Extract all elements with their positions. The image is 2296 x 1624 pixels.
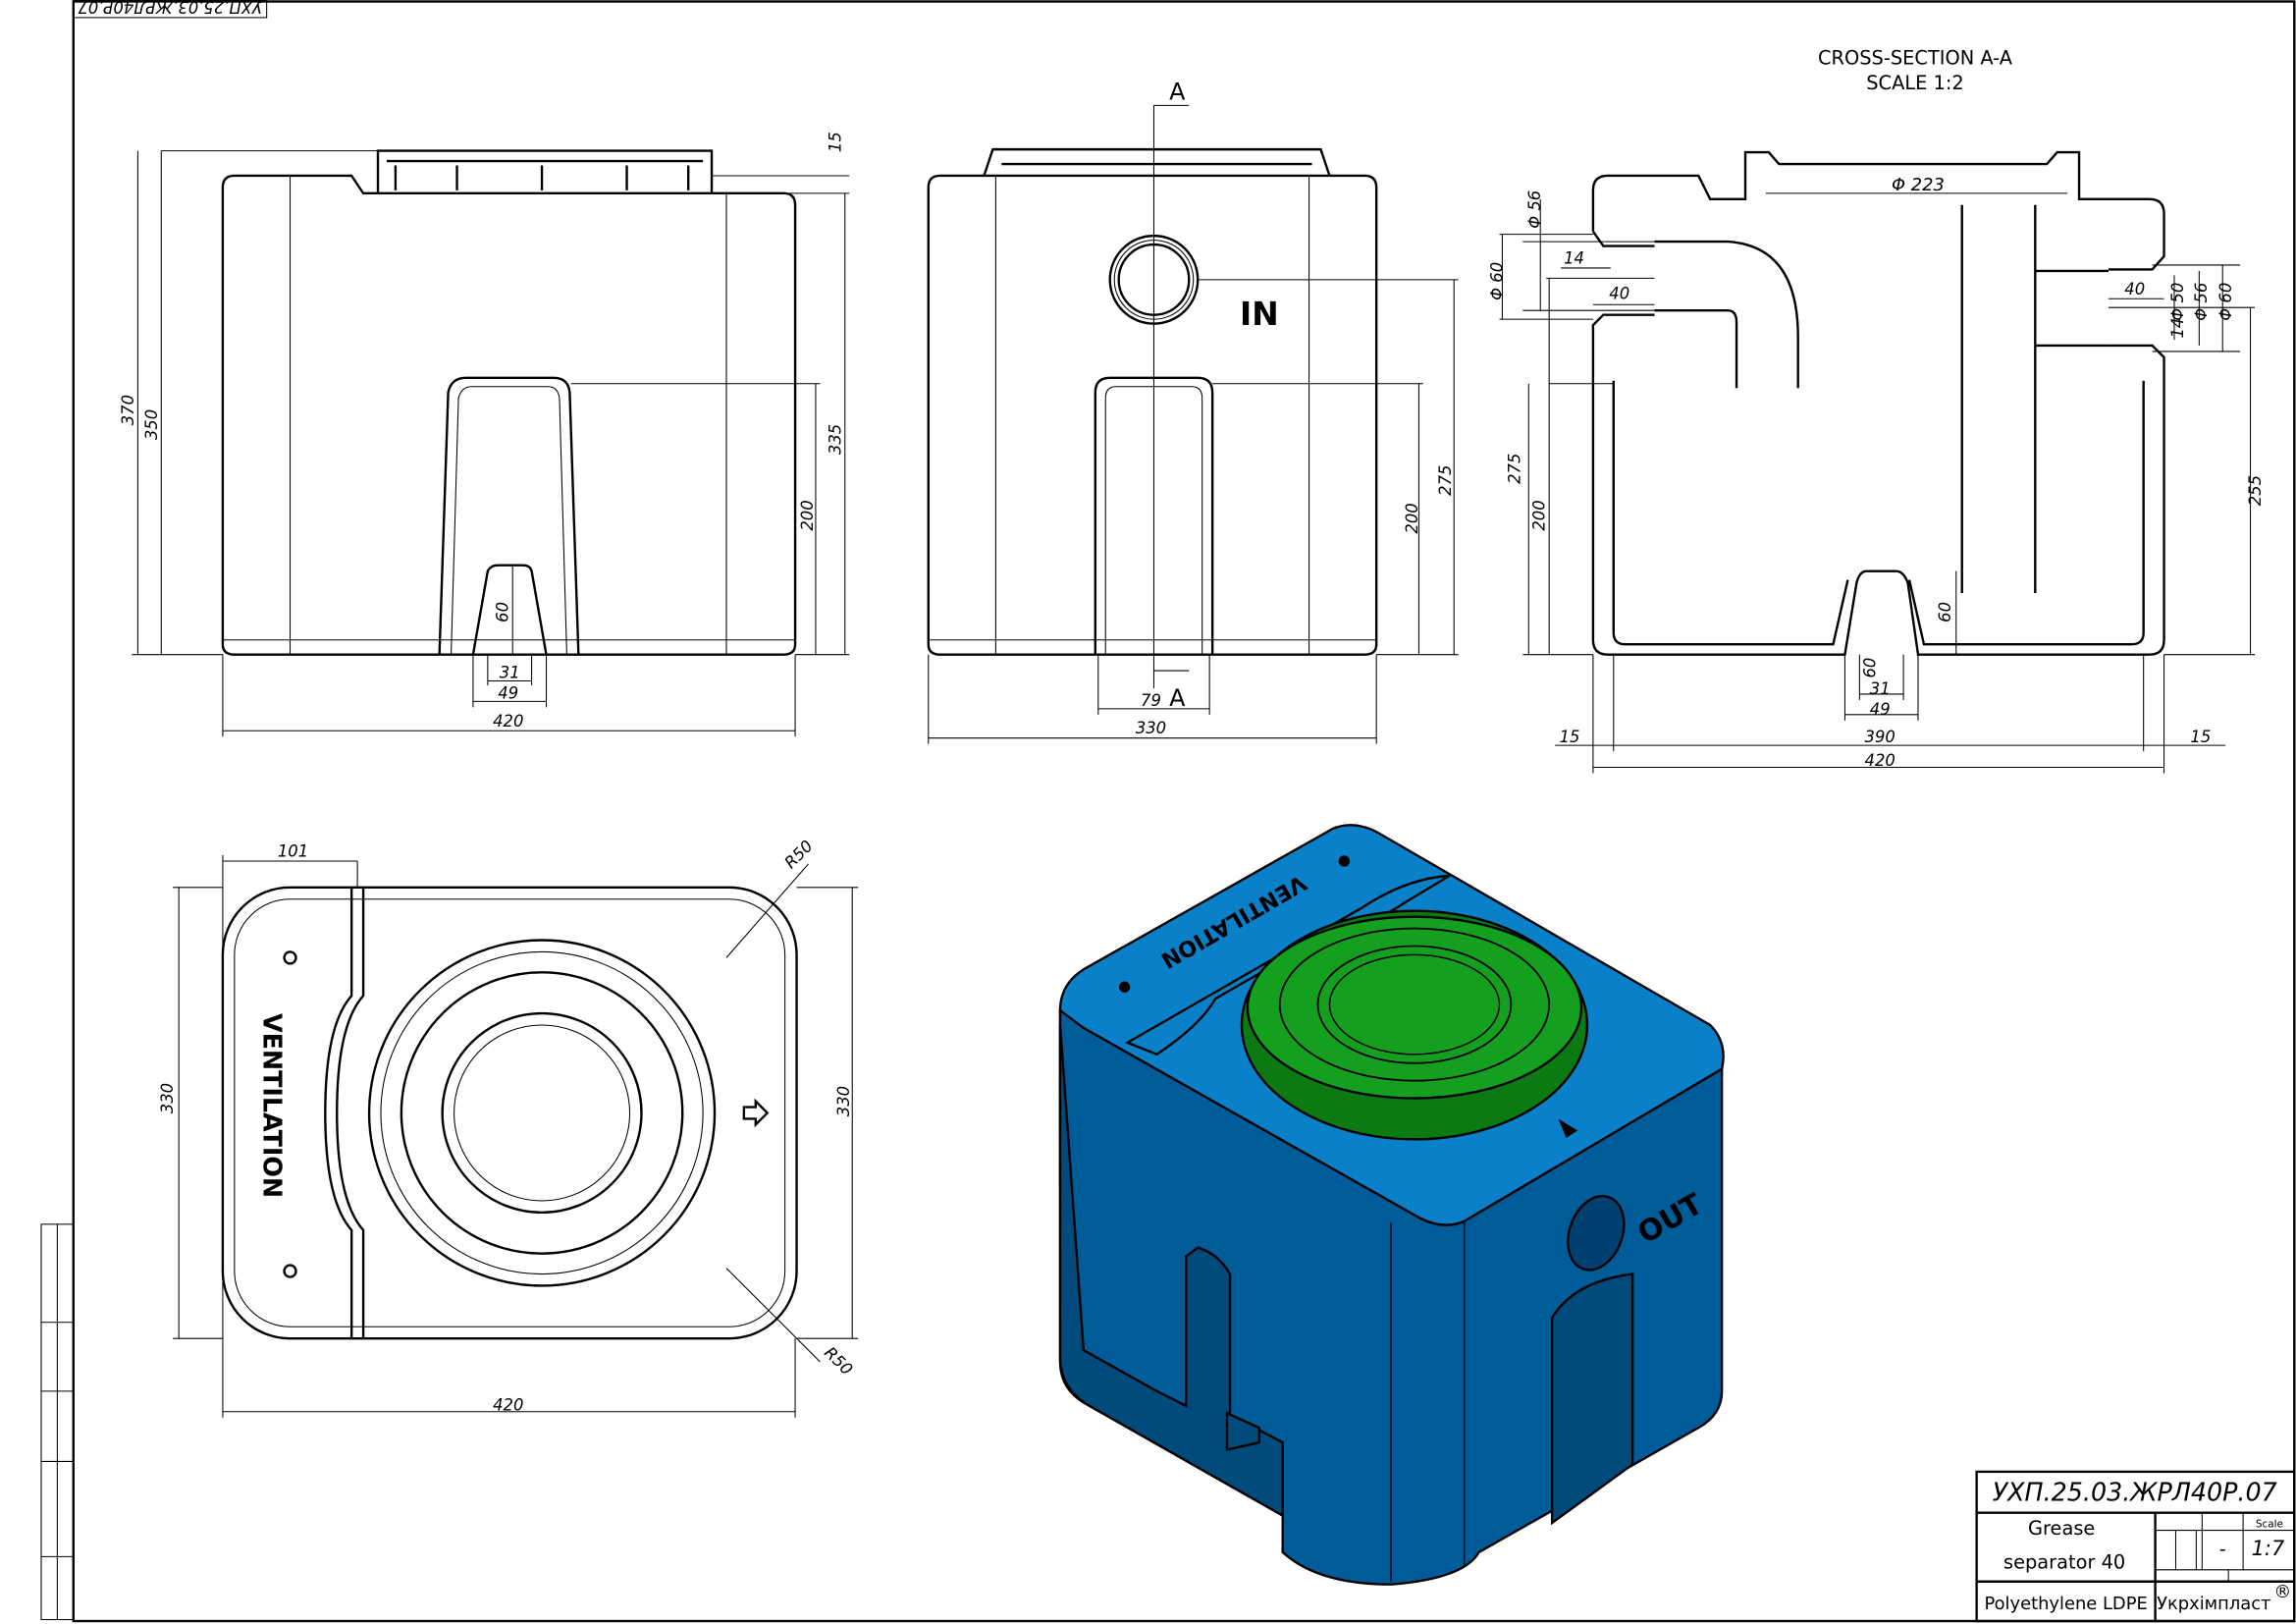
dim-200: 200 [1530, 500, 1549, 530]
dim-r50-top: R50 [781, 837, 817, 872]
dim-14: 14 [1564, 248, 1584, 267]
product-name-line2: separator 40 [2003, 1550, 2125, 1573]
dim-dia-50: Φ 50 [2168, 283, 2187, 321]
isometric-view: VENTILATION OUT [1058, 824, 1725, 1586]
mass-value: - [2219, 1538, 2226, 1560]
top-stamp-box [73, 0, 268, 19]
dim-200: 200 [1403, 503, 1421, 533]
scale-label: Scale [2256, 1519, 2283, 1531]
title-block: УХП.25.03.ЖРЛ40Р.07 Grease separator 40 … [1975, 1470, 2296, 1623]
dim-335: 335 [826, 424, 844, 455]
dim-330-right: 330 [834, 1086, 853, 1116]
dim-49: 49 [498, 683, 518, 702]
dim-dia-223: Φ 223 [1892, 175, 1945, 195]
dim-275: 275 [1505, 454, 1523, 484]
dim-49: 49 [1870, 700, 1891, 719]
dim-31: 31 [1870, 679, 1891, 698]
cross-section-view: CROSS-SECTION A-A SCALE 1:2 Φ [1487, 47, 2265, 774]
dim-255: 255 [2246, 475, 2265, 506]
dim-15-left: 15 [1560, 728, 1580, 746]
section-scale: SCALE 1:2 [1866, 72, 1963, 94]
scale-value: 1:7 [2252, 1537, 2285, 1560]
side-stamp-columns [40, 1223, 75, 1621]
dim-101: 101 [278, 841, 308, 860]
dim-dia-56-right: Φ 56 [2192, 283, 2211, 321]
dim-200: 200 [798, 500, 817, 530]
dim-dia-60: Φ 60 [1487, 262, 1506, 300]
material: Polyethylene LDPE [1984, 1594, 2147, 1614]
dim-420: 420 [493, 712, 523, 731]
top-view: VENTILATION 101 R50 330 330 R50 420 [158, 837, 859, 1418]
ventilation-label: VENTILATION [258, 1013, 288, 1198]
dim-dia-60-right: Φ 60 [2216, 283, 2235, 321]
inlet-label: IN [1240, 296, 1279, 333]
dim-420: 420 [1865, 751, 1896, 770]
product-name-line1: Grease [2028, 1517, 2095, 1540]
dim-60: 60 [1936, 602, 1954, 623]
dim-79: 79 [1141, 691, 1161, 710]
section-title: CROSS-SECTION A-A [1818, 47, 2013, 70]
dim-r50-bottom: R50 [821, 1343, 856, 1379]
dim-14-right: 14 [2168, 318, 2187, 339]
dim-15-right: 15 [2190, 728, 2211, 746]
dim-dia-56: Φ 56 [1525, 190, 1544, 229]
dim-275: 275 [1436, 465, 1455, 496]
company-name: Укрхімпласт [2157, 1594, 2270, 1614]
dim-350: 350 [142, 409, 161, 440]
dim-420: 420 [493, 1395, 523, 1414]
dim-60: 60 [494, 602, 512, 623]
dim-40-right: 40 [2124, 280, 2145, 298]
registered-mark: ® [2273, 1582, 2291, 1602]
dim-330: 330 [1136, 719, 1166, 737]
dim-370: 370 [119, 395, 137, 425]
dim-330-left: 330 [158, 1083, 177, 1113]
dim-15: 15 [826, 132, 844, 152]
front-view: 370 350 15 335 200 60 31 49 420 [119, 132, 850, 737]
dim-390: 390 [1865, 728, 1896, 746]
drawing-frame [72, 0, 2296, 1623]
section-marker-a-top: A [1169, 78, 1186, 105]
top-stamp-text: УХП.25.03.ЖРЛ40Р.07 [78, 0, 262, 16]
doc-number: УХП.25.03.ЖРЛ40Р.07 [1993, 1478, 2277, 1507]
dim-31: 31 [500, 664, 520, 682]
dim-40: 40 [1609, 284, 1629, 302]
side-view: A A IN 200 275 79 330 [927, 78, 1459, 744]
section-marker-a-bottom: A [1169, 684, 1186, 712]
dim-60-bottom: 60 [1861, 658, 1880, 678]
